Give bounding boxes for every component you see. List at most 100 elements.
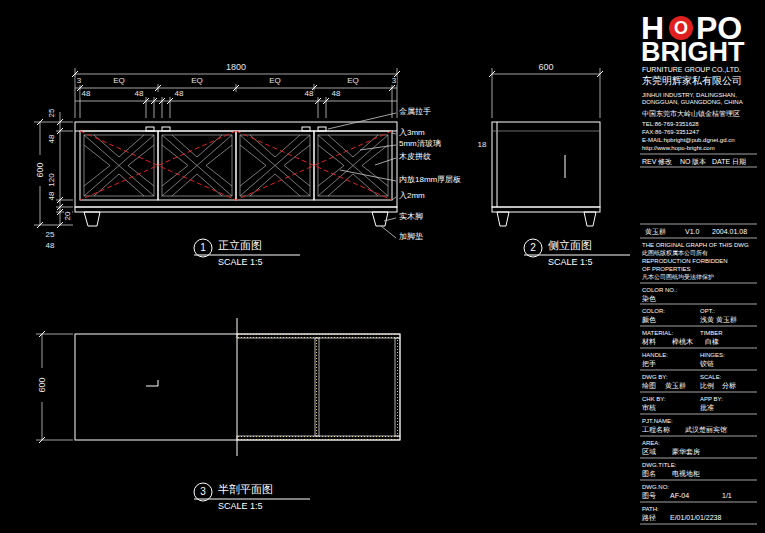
table-cell: 分标 <box>722 382 736 389</box>
scale-note: SCALE 1:5 <box>218 502 263 511</box>
dimension: 25 <box>48 108 56 119</box>
table-cell: 白橡 <box>705 338 719 345</box>
dimension: EQ <box>112 77 126 85</box>
dimension: 18 <box>477 141 488 149</box>
address-text: JINHUI INDUSTRY, DALINGSHAN, <box>642 92 737 98</box>
table-cell: 工程名称 <box>642 426 670 433</box>
table-cell: COLOR: <box>642 308 665 314</box>
table-cell: 材料 <box>642 338 656 345</box>
table-cell: OPT.: <box>700 308 715 314</box>
copyright-note: THE ORIGINAL GRAPH OF THIS DWG <box>642 242 749 248</box>
table-cell: 豪华套房 <box>672 448 700 455</box>
table-header: REV 修改 <box>642 158 672 165</box>
copyright-note: OF PROPERTIES <box>642 266 691 272</box>
scale-note: SCALE 1:5 <box>548 258 593 267</box>
table-cell: 榉桃木 <box>672 338 693 345</box>
table-cell: 颜色 <box>642 316 656 323</box>
table-cell: AREA: <box>642 440 660 446</box>
dimension: 48 <box>48 191 56 202</box>
table-cell: APP BY: <box>700 396 723 402</box>
dimension: EQ <box>268 77 282 85</box>
dimension: 25 <box>45 231 56 239</box>
callout-text: 5mm清玻璃 <box>399 140 441 148</box>
table-cell: AF-04 <box>670 492 689 499</box>
callout-text: 金属拉手 <box>399 108 431 116</box>
dimension: 48 <box>48 134 56 145</box>
view-title: 侧立面图 <box>548 240 592 251</box>
dimension: 600 <box>38 376 47 393</box>
dimension: 3 <box>76 77 82 85</box>
table-cell: CHK BY: <box>642 396 666 402</box>
table-cell: 2004.01.08 <box>712 228 747 235</box>
company-name: FURNITURE GROUP CO.,LTD. <box>642 66 741 73</box>
table-cell: 黄玉群 <box>645 228 666 235</box>
dimension: 3 <box>391 77 397 85</box>
table-cell: 区域 <box>642 448 656 455</box>
dimension: 20 <box>64 211 72 222</box>
table-cell: 浅黄 黄玉群 <box>700 316 737 323</box>
table-cell: 染色 <box>642 295 656 302</box>
table-cell: 电视地柜 <box>672 470 700 477</box>
table-cell: DWG BY: <box>642 374 668 380</box>
dimension: 120 <box>48 172 56 187</box>
view-number: 2 <box>530 243 536 253</box>
dimension: 600 <box>36 161 45 178</box>
dimension: EQ <box>190 77 204 85</box>
contact-text: http://www.hopo-bright.com <box>642 145 715 151</box>
table-cell: COLOR NO.: <box>642 287 677 293</box>
address-text: 中国东莞市大岭山镇金桔管理区 <box>642 110 740 117</box>
dimension: 48 <box>45 242 56 250</box>
callout-text: 入3mm <box>399 129 425 137</box>
dimension: EQ <box>346 77 360 85</box>
callout-text: 实木脚 <box>399 213 423 221</box>
table-cell: TIMBER <box>700 330 723 336</box>
table-cell: E/01/01/01/2238 <box>670 514 721 521</box>
table-header: NO 版本 <box>680 158 706 165</box>
table-cell: HANDLE: <box>642 352 668 358</box>
scale-note: SCALE 1:5 <box>218 258 263 267</box>
view-number: 1 <box>200 243 206 253</box>
dimension: 600 <box>537 63 554 72</box>
contact-text: E-MAIL:hpbright@pub.dgnet.gd.cn <box>642 137 734 143</box>
copyright-note: REPRODUCTION FORBIDDEN <box>642 258 728 264</box>
logo-text: O <box>674 19 688 37</box>
dimension: 48 <box>81 90 92 98</box>
table-cell: 铰链 <box>700 360 714 367</box>
logo-text: BRIGHT <box>641 39 745 66</box>
view-number: 3 <box>200 487 206 497</box>
table-cell: 绘图 <box>642 382 656 389</box>
table-cell: V1.0 <box>685 228 699 235</box>
table-cell: DWG.NO: <box>642 484 669 490</box>
table-cell: 把手 <box>642 360 656 367</box>
table-cell: 路径 <box>642 514 656 521</box>
view-title: 正立面图 <box>218 240 262 251</box>
table-cell: 图名 <box>642 470 656 477</box>
table-cell: 黄玉群 <box>665 382 686 389</box>
contact-text: FAX:86-769-3351247 <box>642 129 699 135</box>
table-cell: 1/1 <box>722 492 732 499</box>
dimension: 48 <box>174 90 185 98</box>
dimension: 1800 <box>225 63 247 72</box>
table-cell: MATERIAL: <box>642 330 673 336</box>
table-header: DATE 日期 <box>712 158 746 165</box>
copyright-note: 此图纸版权属本公司所有 <box>642 250 708 256</box>
dimension: 48 <box>331 90 342 98</box>
view-title: 半剖平面图 <box>218 484 273 495</box>
table-cell: HINGES: <box>700 352 725 358</box>
dimension: 48 <box>304 90 315 98</box>
table-cell: 武汉楚丽宾馆 <box>685 426 727 433</box>
callout-text: 加脚垫 <box>399 233 423 241</box>
table-cell: SCALE: <box>700 374 721 380</box>
table-cell: DWG.TITLE: <box>642 462 676 468</box>
table-cell: PJT.NAME: <box>642 418 673 424</box>
callout-text: 内放18mm厚层板 <box>399 176 461 184</box>
dimension: 48 <box>134 90 145 98</box>
table-cell: 审核 <box>642 404 656 411</box>
copyright-note: 凡本公司图纸均受法律保护 <box>642 274 714 280</box>
company-name: 东莞明辉家私有限公司 <box>642 76 742 86</box>
callout-text: 入2mm <box>399 192 425 200</box>
contact-text: TEL:86-769-3351628 <box>642 121 699 127</box>
address-text: DONGGUAN, GUANGDONG, CHINA <box>642 99 743 105</box>
table-cell: PATH: <box>642 506 659 512</box>
table-cell: 批准 <box>700 404 714 411</box>
